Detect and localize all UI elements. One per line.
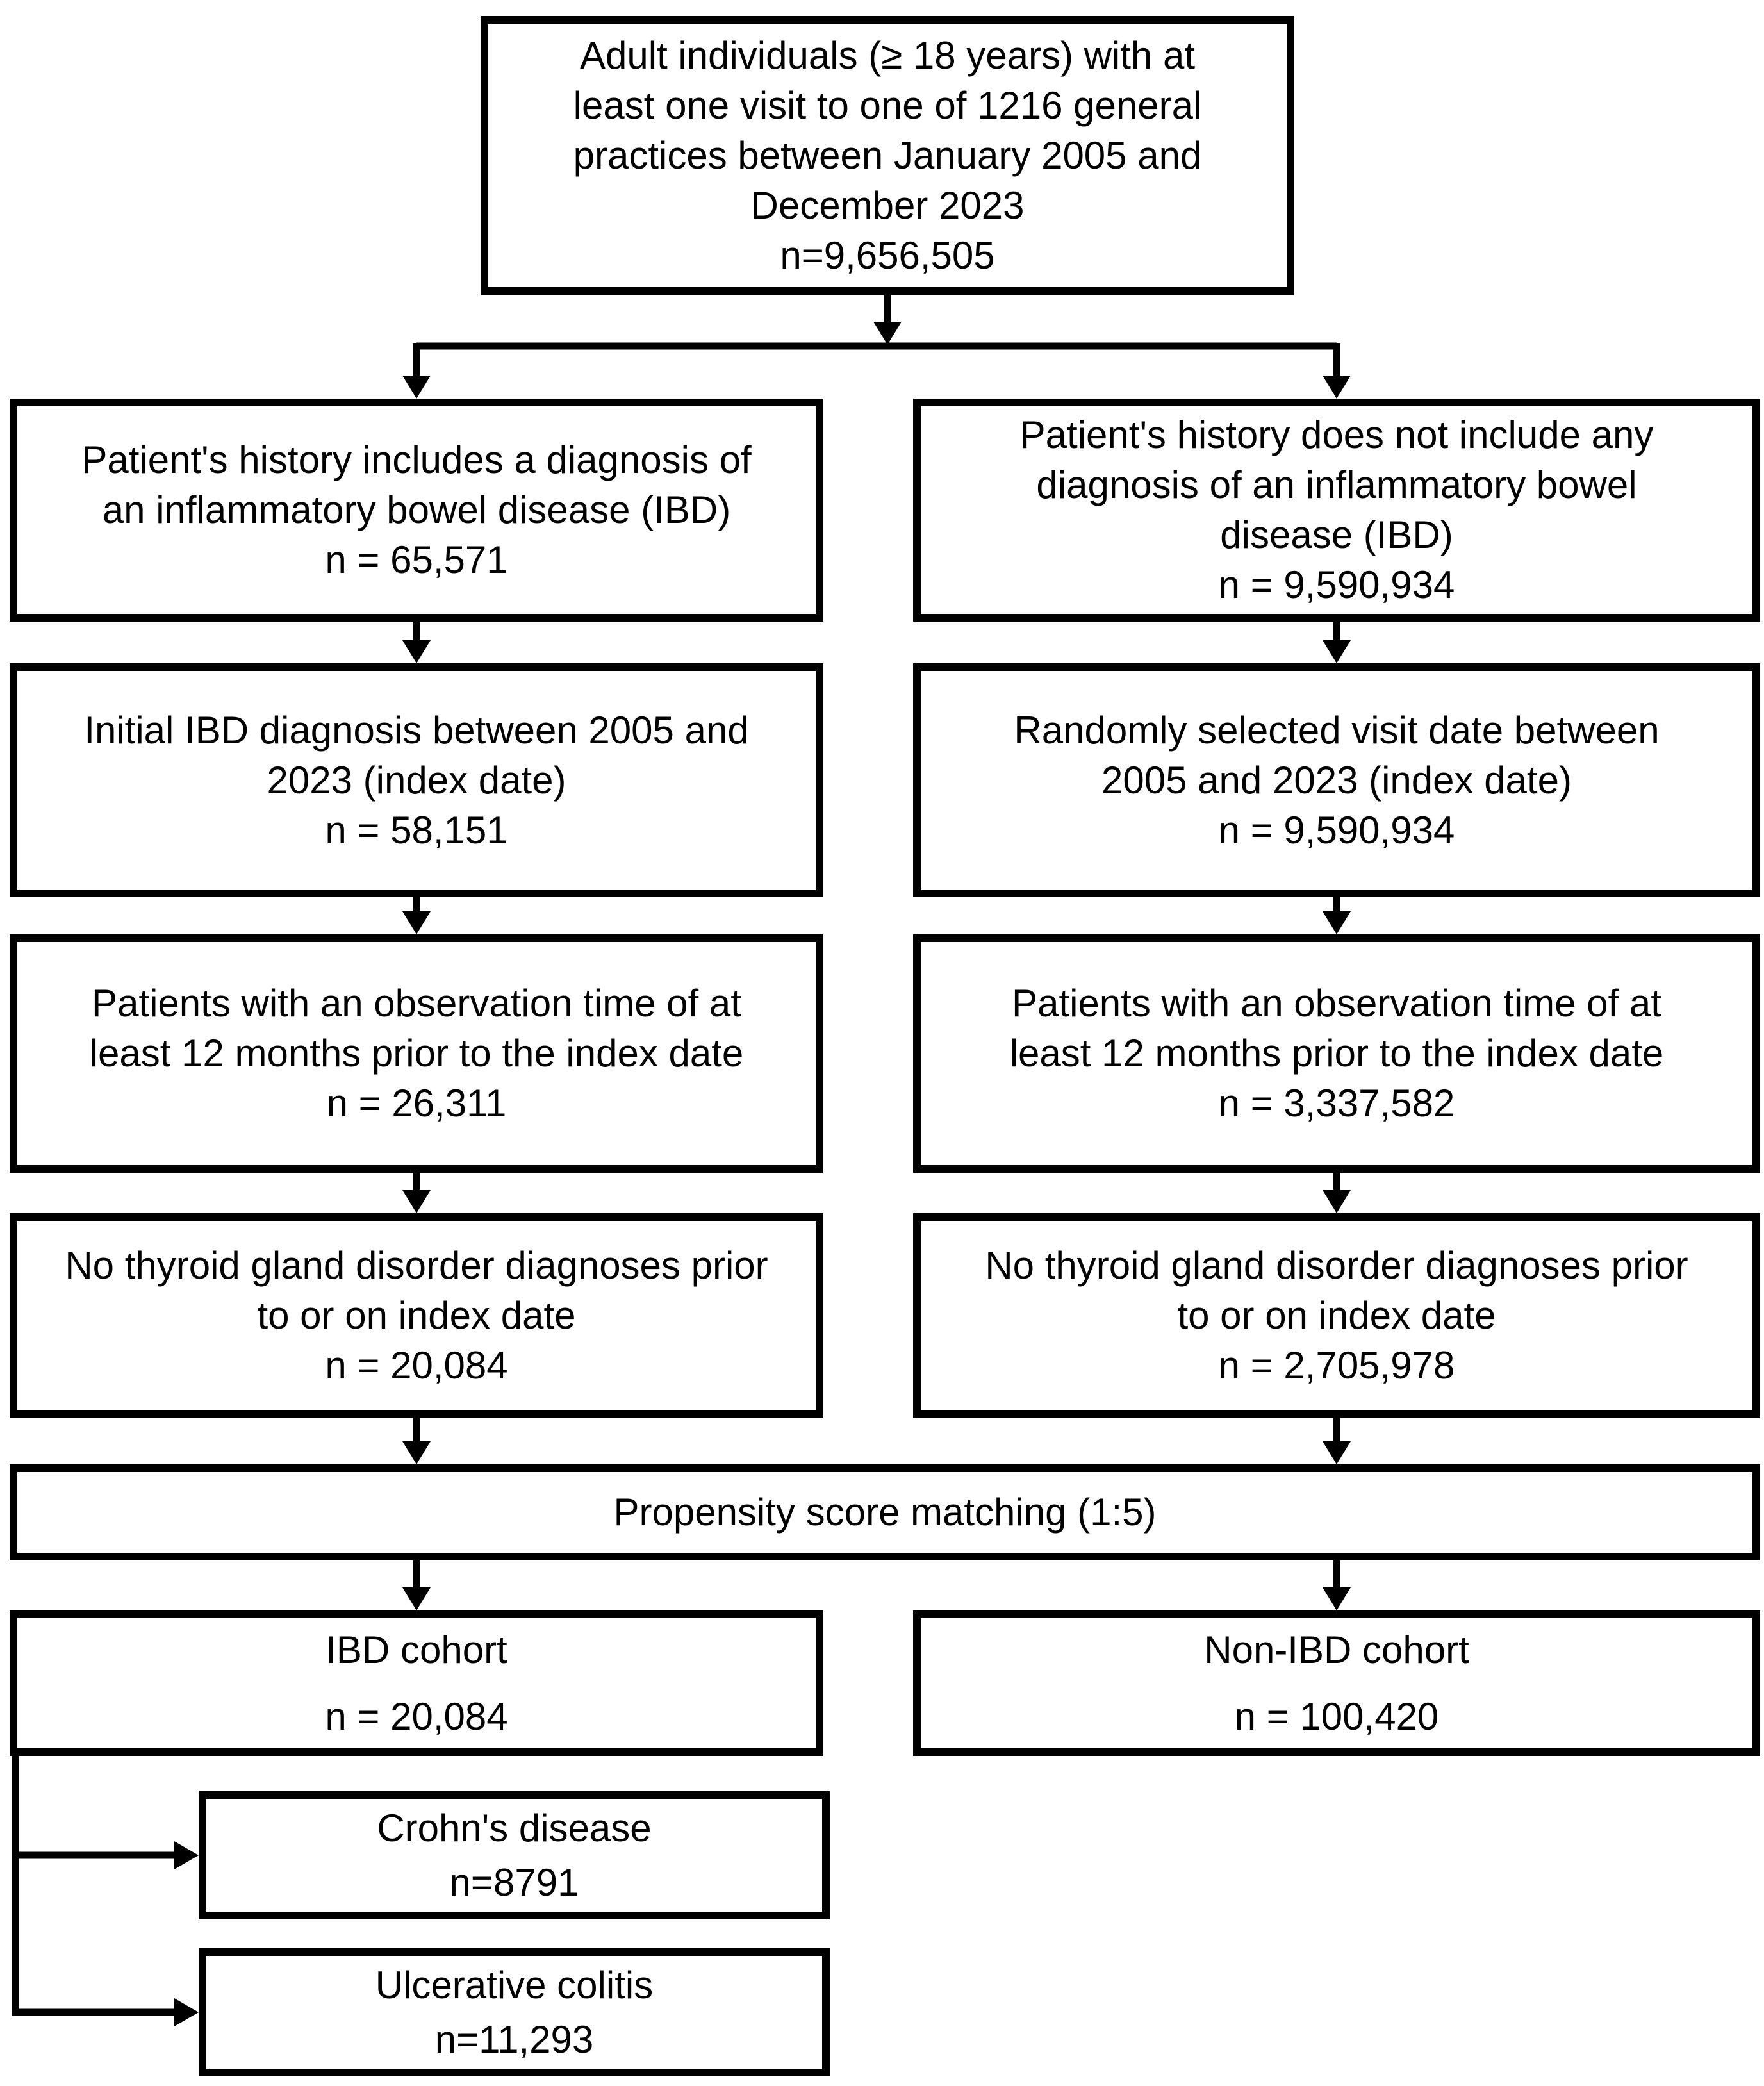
connector-nonibd-history-to-index	[1323, 622, 1351, 663]
box-non-ibd-history-text: Patient's history does not include any d…	[1019, 413, 1654, 606]
box-non-ibd-no-thyroid: No thyroid gland disorder diagnoses prio…	[913, 1213, 1760, 1418]
box-non-ibd-cohort: Non-IBD cohort n = 100,420	[913, 1610, 1760, 1756]
box-ibd-no-thyroid-text: No thyroid gland disorder diagnoses prio…	[65, 1243, 768, 1387]
box-ibd-observation-time: Patients with an observation time of at …	[10, 934, 823, 1173]
connector-nonibd-no-thyroid-to-matching	[1323, 1418, 1351, 1464]
box-non-ibd-index-date: Randomly selected visit date between 200…	[913, 663, 1760, 897]
box-ibd-no-thyroid: No thyroid gland disorder diagnoses prio…	[10, 1213, 823, 1418]
box-non-ibd-history: Patient's history does not include any d…	[913, 399, 1760, 622]
connector-ibd-observation-to-no-thyroid	[402, 1173, 431, 1213]
box-ulcerative-colitis: Ulcerative colitis n=11,293	[199, 1948, 830, 2076]
box-source-population-text: Adult individuals (≥ 18 years) with at l…	[573, 33, 1202, 277]
box-ibd-index-date-text: Initial IBD diagnosis between 2005 and 2…	[84, 708, 749, 852]
box-ibd-cohort: IBD cohort n = 20,084	[10, 1610, 823, 1756]
box-source-population: Adult individuals (≥ 18 years) with at l…	[481, 16, 1294, 295]
box-crohns-disease-text: Crohn's disease n=8791	[377, 1806, 652, 1904]
box-non-ibd-observation-time: Patients with an observation time of at …	[913, 934, 1760, 1173]
box-non-ibd-observation-time-text: Patients with an observation time of at …	[1009, 982, 1664, 1125]
box-propensity-matching-text: Propensity score matching (1:5)	[613, 1491, 1157, 1534]
connector-nonibd-index-to-observation	[1323, 897, 1351, 934]
box-ibd-history-text: Patient's history includes a diagnosis o…	[81, 438, 752, 581]
connector-ibd-index-to-observation	[402, 897, 431, 934]
connector-matching-to-nonibd-cohort	[1323, 1560, 1351, 1610]
box-propensity-matching: Propensity score matching (1:5)	[10, 1464, 1760, 1560]
connector-matching-to-ibd-cohort	[402, 1560, 431, 1610]
box-crohns-disease: Crohn's disease n=8791	[199, 1791, 830, 1919]
box-ulcerative-colitis-text: Ulcerative colitis n=11,293	[375, 1963, 654, 2061]
box-ibd-observation-time-text: Patients with an observation time of at …	[89, 982, 744, 1125]
connector-ibd-cohort-to-subtypes	[12, 1755, 199, 2026]
connector-nonibd-observation-to-no-thyroid	[1323, 1173, 1351, 1213]
connector-ibd-no-thyroid-to-matching	[402, 1418, 431, 1464]
box-non-ibd-index-date-text: Randomly selected visit date between 200…	[1014, 708, 1660, 852]
box-ibd-cohort-text: IBD cohort n = 20,084	[325, 1628, 508, 1738]
connector-ibd-history-to-index	[402, 622, 431, 663]
box-ibd-index-date: Initial IBD diagnosis between 2005 and 2…	[10, 663, 823, 897]
connector-source-split	[402, 295, 1351, 399]
box-non-ibd-no-thyroid-text: No thyroid gland disorder diagnoses prio…	[985, 1243, 1688, 1387]
box-ibd-history: Patient's history includes a diagnosis o…	[10, 399, 823, 622]
box-non-ibd-cohort-text: Non-IBD cohort n = 100,420	[1204, 1628, 1469, 1738]
